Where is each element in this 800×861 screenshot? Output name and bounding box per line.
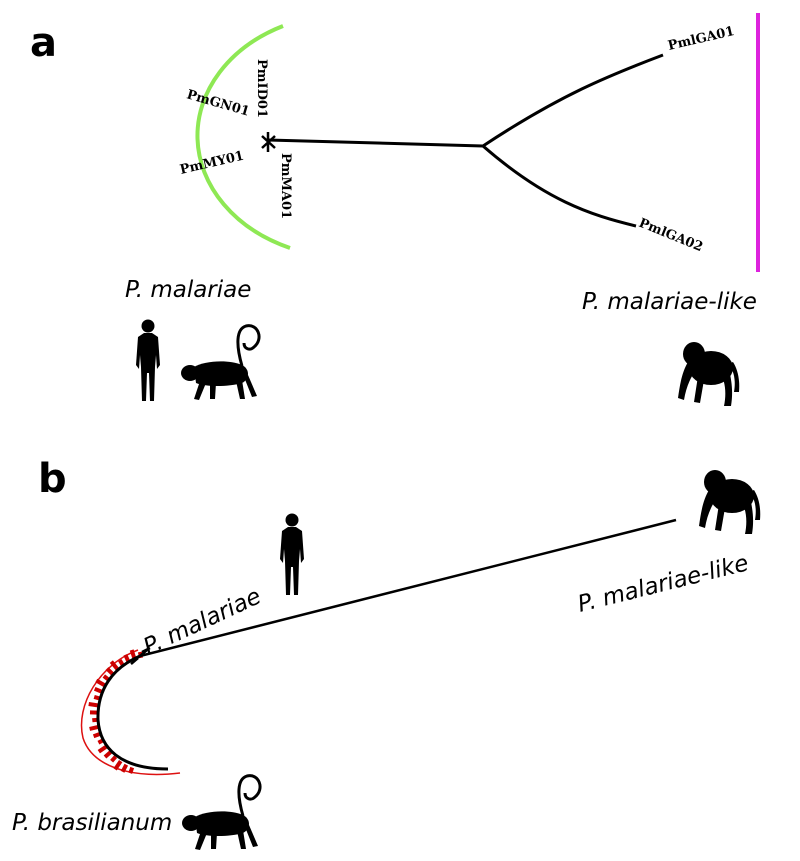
tree-a-internal-branch: [267, 138, 484, 148]
brasilianum-tip-tick: [128, 766, 135, 774]
brasilianum-tip-tick: [102, 674, 110, 682]
tip-label-pmid01: PmID01: [254, 59, 269, 118]
monkey-silhouette-icon-b: [180, 774, 262, 852]
p-malariae-like-clade-label-b: P. malariae-like: [575, 550, 751, 618]
tree-b-brasilianum-backbone: [96, 654, 169, 771]
tree-b-malariae-cluster: [130, 646, 151, 665]
panel-a-letter: a: [30, 20, 57, 66]
brasilianum-tip-tick: [105, 667, 115, 676]
tree-a-branch-pmlga01: [482, 53, 664, 148]
monkey-silhouette-icon: [179, 324, 261, 402]
tree-a-branches: [261, 53, 664, 228]
chimpanzee-silhouette-icon-b: [699, 470, 761, 534]
tip-label-pmlga02: PmlGA02: [637, 216, 705, 255]
brasilianum-tip-tick: [103, 750, 113, 759]
brasilianum-tip-tick: [113, 759, 123, 771]
tip-label-pmmy01: PmMY01: [179, 149, 246, 178]
chimpanzee-silhouette-icon: [678, 342, 740, 406]
tree-b-branches: [96, 518, 677, 771]
brasilianum-tip-tick: [93, 686, 103, 694]
tip-label-pmgn01: PmGN01: [185, 87, 251, 119]
brasilianum-tip-tick: [120, 763, 129, 773]
tip-label-pmma01: PmMA01: [278, 153, 293, 219]
brasilianum-tip-tick: [109, 660, 120, 671]
brasilianum-tip-tick: [88, 702, 99, 708]
tip-label-pmlga01: PmlGA01: [667, 24, 736, 54]
p-malariae-clade-label-b: P. malariae: [140, 583, 266, 660]
brasilianum-tip-tick: [110, 755, 118, 763]
p-malariae-clade-label: P. malariae: [125, 277, 251, 303]
p-malariae-clade-arc: [195, 24, 291, 250]
human-silhouette-icon: [136, 319, 160, 401]
p-brasilianum-clade-label: P. brasilianum: [12, 810, 172, 836]
panel-b-letter: b: [38, 456, 67, 502]
human-silhouette-icon-b: [280, 513, 304, 595]
brasilianum-tip-tick: [95, 678, 106, 688]
tree-a-branch-pmlga02: [482, 144, 637, 228]
tree-a-star-node: [261, 132, 276, 152]
p-malariae-like-clade-label: P. malariae-like: [582, 289, 757, 315]
brasilianum-tip-tick: [97, 744, 109, 754]
tree-b-long-branch: [139, 518, 677, 658]
